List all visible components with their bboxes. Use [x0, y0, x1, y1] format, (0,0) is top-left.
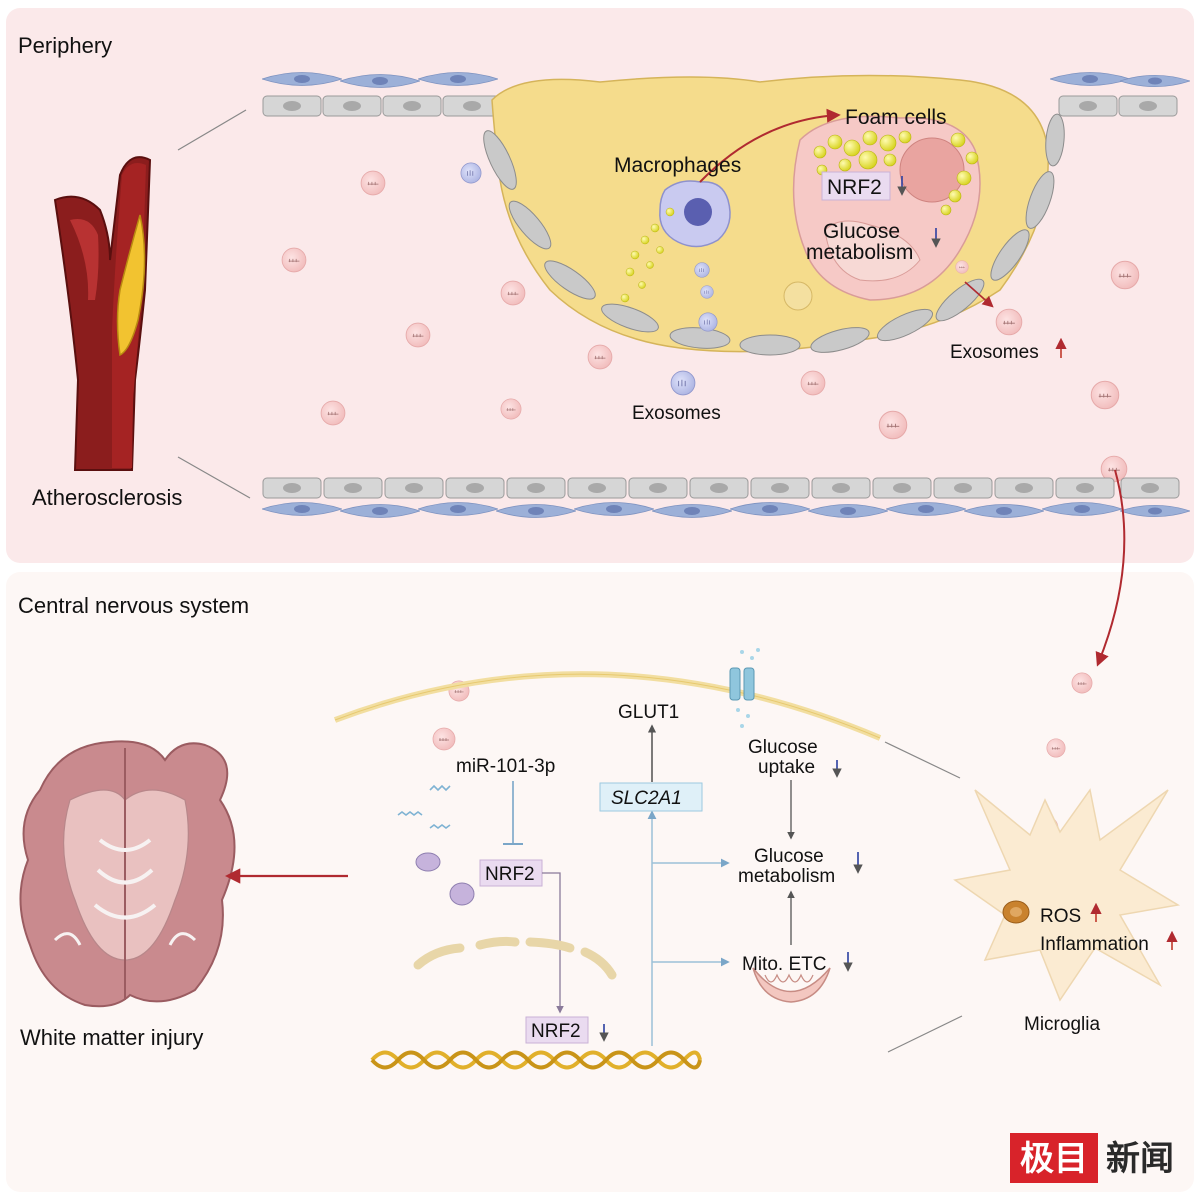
plaque-border-cells — [483, 113, 1065, 356]
white-matter-injury-label: White matter injury — [20, 1025, 203, 1050]
cns-vesicles — [415, 852, 475, 906]
periphery-title: Periphery — [18, 33, 112, 58]
zoom-line-cns-top — [884, 741, 961, 779]
periphery-to-cns-arrow — [1095, 469, 1126, 667]
ros-label: ROS — [1040, 906, 1081, 927]
watermark-part2: 新闻 — [1106, 1139, 1174, 1179]
artery-icon — [53, 156, 152, 471]
slc2a1-box — [599, 782, 703, 812]
brain-icon — [19, 740, 236, 1008]
dna-icon — [370, 1050, 702, 1070]
macrophage-to-foam-arrow — [699, 108, 841, 183]
nrf2-foam-label: NRF2 — [827, 176, 882, 199]
slc2a1-label: SLC2A1 — [611, 788, 682, 809]
zoom-line-top — [177, 109, 247, 151]
nrf2-cyto-box — [479, 859, 543, 887]
microglia-icon — [953, 788, 1181, 1002]
glucose-uptake-label-2: uptake — [758, 757, 815, 778]
nuclear-envelope — [413, 936, 617, 980]
zoom-line-cns-bottom — [887, 1015, 963, 1053]
nrf2-nucleus-box — [525, 1016, 589, 1044]
cns-glucose-label-2: metabolism — [738, 866, 835, 887]
glut1-transporter-icon — [729, 648, 760, 728]
nrf2-translocation-arrow — [542, 872, 564, 1014]
mito-etc-label: Mito. ETC — [742, 954, 826, 975]
glut1-label: GLUT1 — [618, 702, 679, 723]
microglia-label: Microglia — [1024, 1014, 1100, 1035]
mir-label: miR-101-3p — [456, 756, 555, 777]
watermark-part1: 极目 — [1020, 1139, 1088, 1179]
macrophages-label: Macrophages — [614, 154, 741, 177]
foam-cells-label: Foam cells — [845, 106, 947, 129]
foam-glucose-label-1: Glucose — [823, 220, 900, 243]
macrophage-icon — [659, 180, 731, 248]
cns-panel — [6, 572, 1194, 1192]
exosomes-label: Exosomes — [632, 403, 721, 424]
mirna-icon — [397, 784, 451, 829]
nrf2-cyto-label: NRF2 — [485, 864, 535, 885]
bottom-vessel-wall — [262, 477, 1180, 499]
plaque-exosome — [783, 281, 813, 311]
cns-title: Central nervous system — [18, 593, 249, 618]
nrf2-foam-box — [821, 171, 891, 201]
cns-glucose-label-1: Glucose — [754, 846, 824, 867]
nrf2-nucleus-label: NRF2 — [531, 1021, 581, 1042]
atherosclerosis-label: Atherosclerosis — [32, 485, 182, 510]
mitochondrion-icon — [752, 967, 831, 1003]
foam-to-exosome-arrow — [964, 281, 994, 308]
exosomes-up-label: Exosomes — [950, 342, 1039, 363]
watermark-logo: 极目 新闻 — [1010, 1133, 1174, 1183]
foam-cell-lipids — [813, 130, 979, 216]
foam-glucose-label-2: metabolism — [806, 241, 913, 264]
inflammation-label: Inflammation — [1040, 934, 1149, 955]
macrophage-lipids — [620, 207, 675, 303]
zoom-line-bottom — [177, 456, 251, 499]
glucose-uptake-label-1: Glucose — [748, 737, 818, 758]
